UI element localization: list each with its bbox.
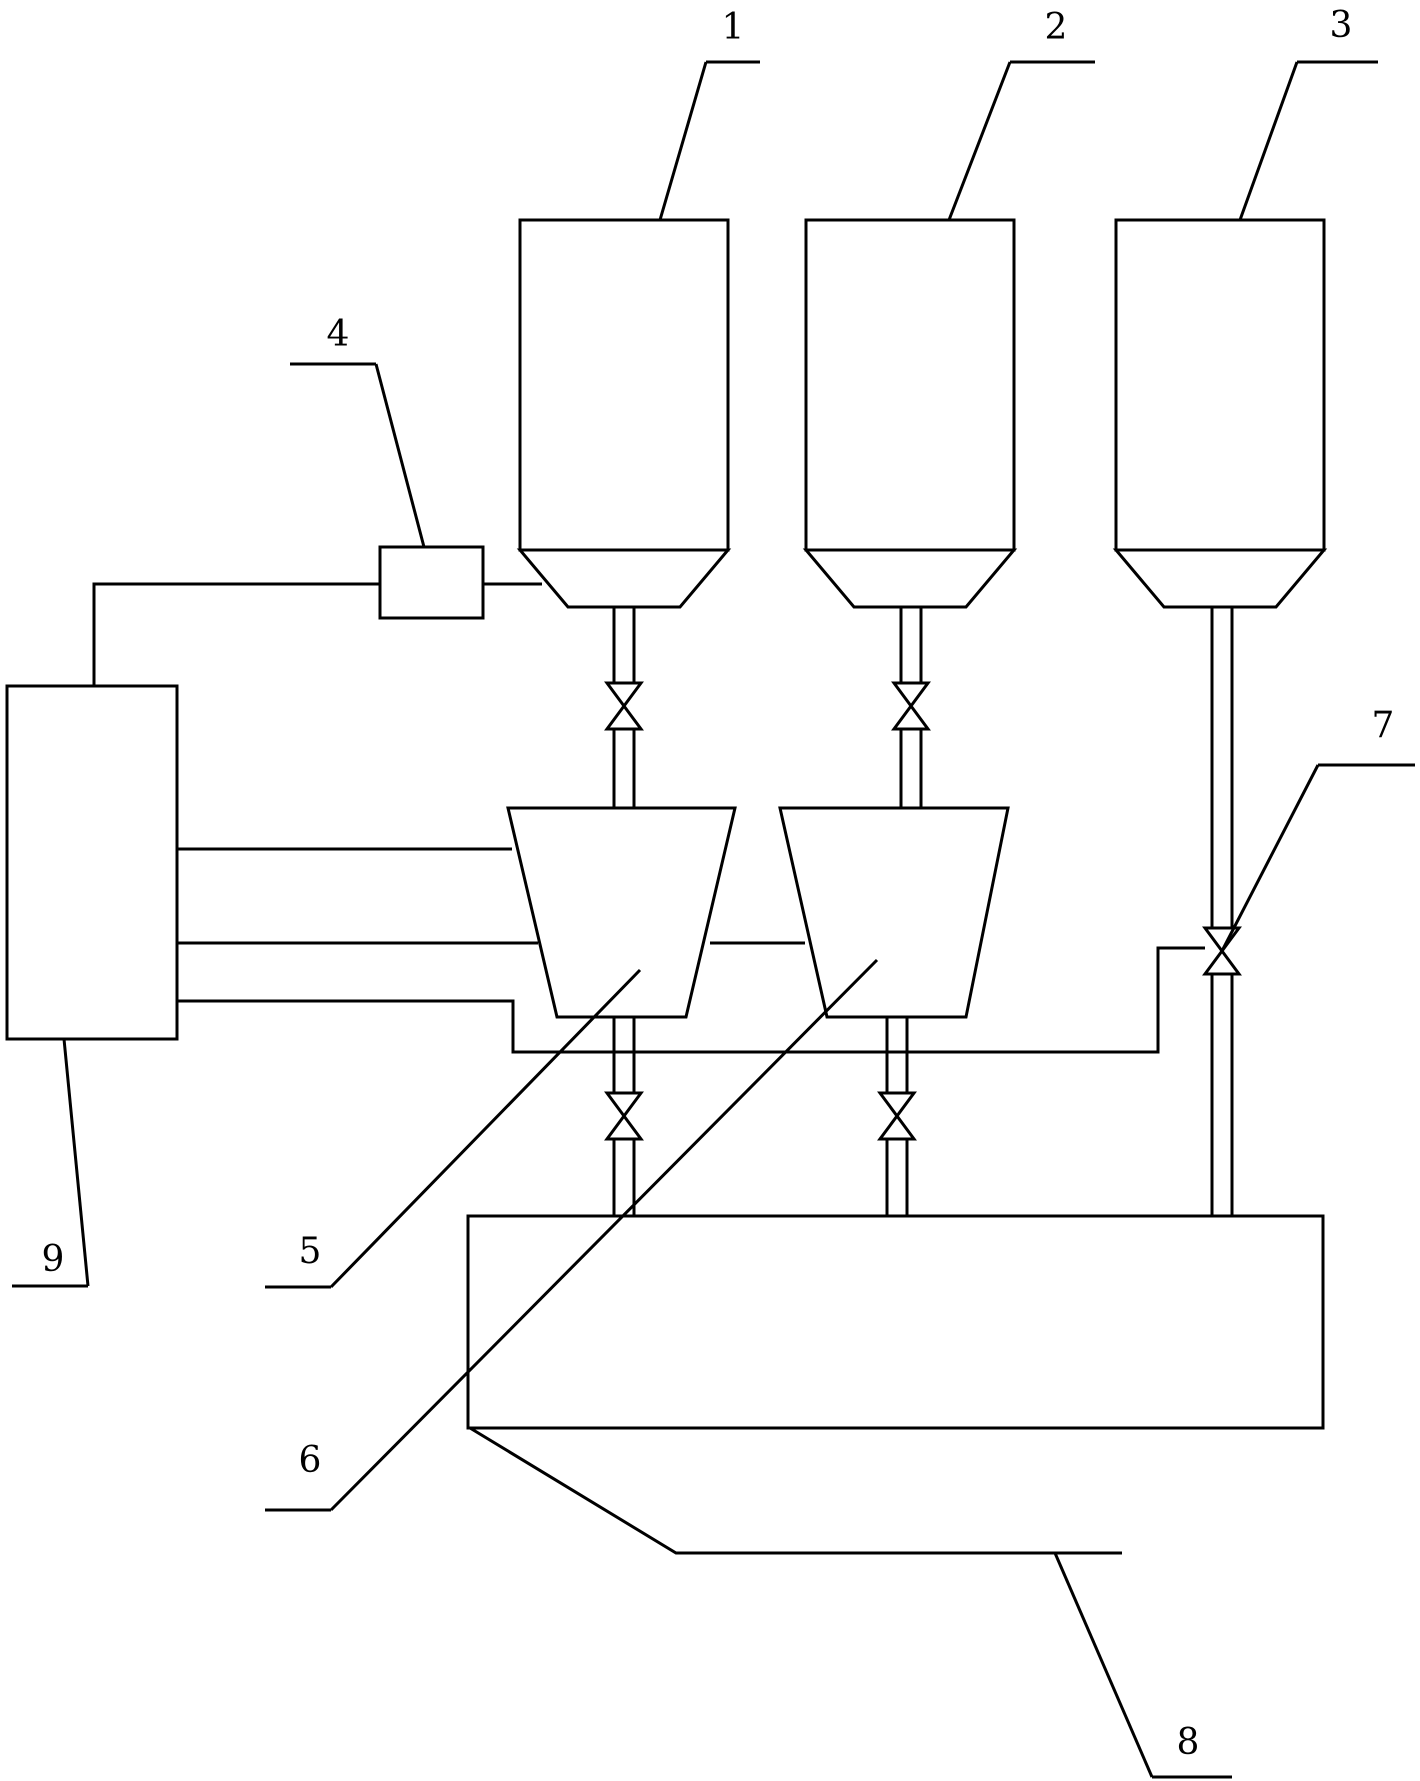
label-7: 7: [1372, 705, 1395, 746]
label-9: 9: [42, 1239, 65, 1280]
valve-upper-1: [604, 681, 644, 731]
silo-2: [802, 218, 1018, 609]
pipe-silo3-to-mixer: [1210, 607, 1234, 1216]
controller-9: [5, 684, 179, 1041]
label-1: 1: [722, 7, 745, 48]
silo-3: [1112, 218, 1328, 609]
mixer-8: [466, 1214, 1325, 1555]
scale-hopper-6: [778, 806, 1010, 1019]
leader-lines: [12, 60, 1415, 1779]
scale-hopper-5: [506, 806, 737, 1019]
pipe-silo2-to-scale6: [899, 607, 923, 808]
sensor-4: [378, 545, 485, 620]
pipe-scale6-to-mixer: [885, 1017, 909, 1216]
label-8: 8: [1177, 1722, 1200, 1763]
label-2: 2: [1045, 7, 1068, 48]
valve-lower-5: [604, 1091, 644, 1141]
valve-7: [1202, 926, 1242, 976]
label-4: 4: [327, 314, 350, 355]
valve-upper-2: [891, 681, 931, 731]
valve-lower-6: [877, 1091, 917, 1141]
silo-1: [516, 218, 732, 609]
label-6: 6: [299, 1440, 322, 1481]
signal-lines: [92, 582, 1205, 1054]
label-3: 3: [1330, 5, 1353, 46]
pipe-silo1-to-scale5: [612, 607, 636, 808]
label-5: 5: [299, 1231, 322, 1272]
